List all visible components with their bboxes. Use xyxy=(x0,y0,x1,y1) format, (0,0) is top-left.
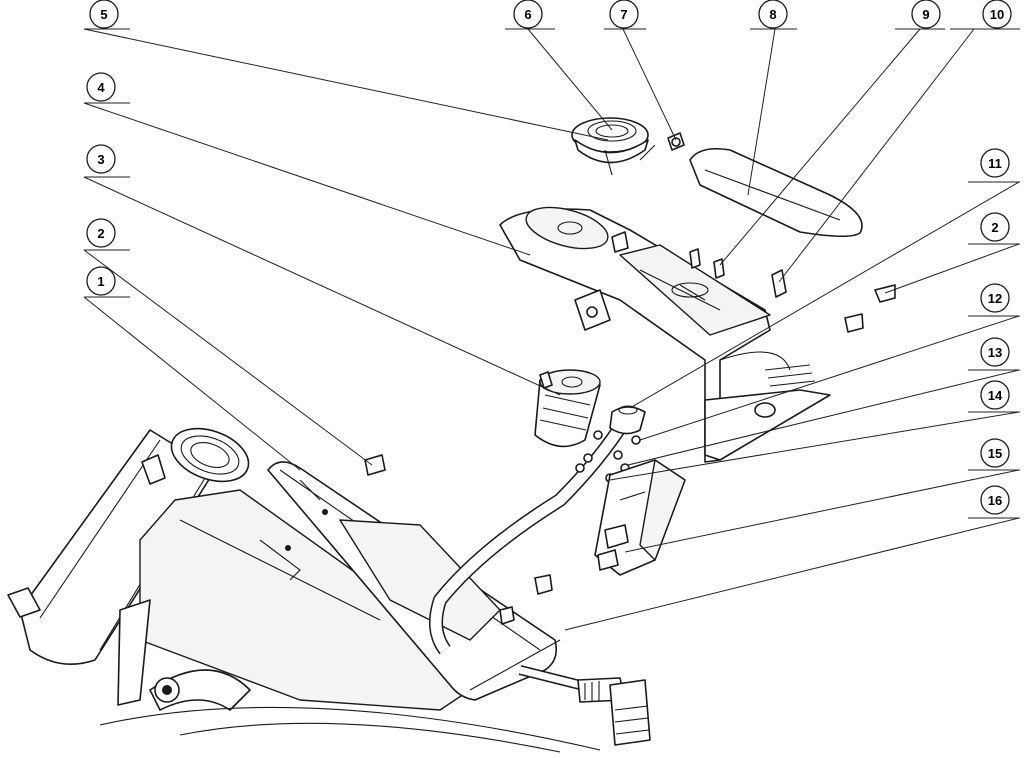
callout-2-right: 2 xyxy=(980,212,1010,242)
callout-5: 5 xyxy=(89,0,119,29)
callout-16: 16 xyxy=(980,485,1010,515)
callout-3: 3 xyxy=(86,144,116,174)
callout-8: 8 xyxy=(758,0,788,29)
small-switch xyxy=(609,405,646,435)
callout-6: 6 xyxy=(513,0,543,29)
handlebar-stem xyxy=(267,461,561,701)
cable xyxy=(429,416,651,746)
callout-1: 1 xyxy=(86,266,116,296)
callout-2-left: 2 xyxy=(86,218,116,248)
callout-label: 5 xyxy=(100,7,107,22)
callout-13: 13 xyxy=(980,337,1010,367)
callout-label: 2 xyxy=(97,226,104,241)
callout-label: 1 xyxy=(97,274,104,289)
callout-label: 3 xyxy=(97,152,104,167)
callout-label: 8 xyxy=(769,7,776,22)
callout-label: 4 xyxy=(97,80,105,95)
power-socket xyxy=(534,369,601,448)
bike-frame xyxy=(7,427,601,753)
console-cover xyxy=(689,147,863,238)
callout-label: 12 xyxy=(988,291,1002,306)
callout-label: 16 xyxy=(988,493,1002,508)
callout-11: 11 xyxy=(980,148,1010,178)
callout-4: 4 xyxy=(86,72,116,102)
callout-7: 7 xyxy=(609,0,639,29)
control-box xyxy=(594,459,686,576)
screw-set xyxy=(364,132,896,625)
callout-label: 15 xyxy=(988,446,1002,461)
callout-label: 14 xyxy=(988,388,1003,403)
callout-label: 7 xyxy=(620,7,627,22)
callout-label: 9 xyxy=(922,7,929,22)
callout-label: 11 xyxy=(988,156,1002,171)
callout-12: 12 xyxy=(980,283,1010,313)
round-top-cap xyxy=(571,117,656,176)
callout-14: 14 xyxy=(980,380,1010,410)
callout-15: 15 xyxy=(980,438,1010,468)
callout-label: 10 xyxy=(990,7,1004,22)
callout-label: 2 xyxy=(991,220,998,235)
leader-lines xyxy=(83,28,1020,631)
callout-9: 9 xyxy=(911,0,941,29)
callout-label: 13 xyxy=(988,345,1002,360)
console-housing xyxy=(499,206,831,463)
callout-label: 6 xyxy=(524,7,531,22)
callout-10: 10 xyxy=(982,0,1012,29)
